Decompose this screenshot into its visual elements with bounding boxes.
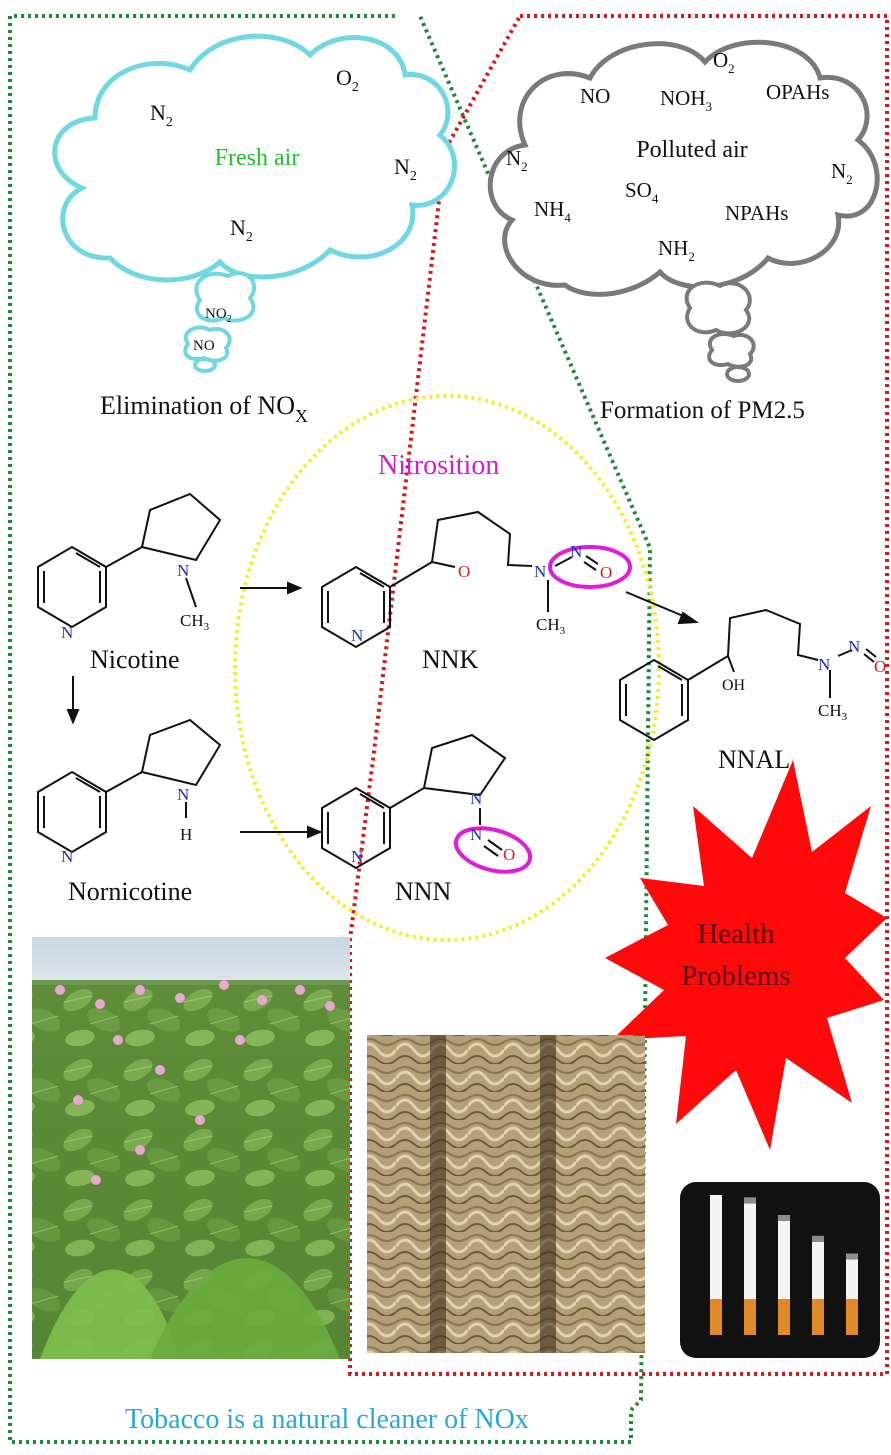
fresh-air-label: Fresh air: [215, 145, 300, 171]
nnn-label: NNN: [395, 877, 452, 906]
atom-n: N: [61, 623, 73, 642]
nitrosition-label: Nitrosition: [378, 450, 499, 481]
atom-o: O: [458, 562, 470, 581]
atom-n: N: [470, 789, 482, 808]
gas-o2: O2: [336, 65, 359, 95]
cigarette-ash: [846, 1253, 858, 1260]
cigarettes-panel: [680, 1182, 880, 1358]
atom-n: N: [470, 825, 482, 844]
atom-n: N: [61, 847, 73, 866]
bubble-no: NO: [193, 338, 215, 354]
cigarette-filter: [846, 1299, 858, 1335]
pollutant-n2: N2: [831, 159, 853, 187]
cigarette-group: [710, 1195, 858, 1335]
pollutant-nh2: NH2: [658, 236, 695, 264]
gas-n2: N2: [394, 154, 417, 184]
nitrosition-ellipse: [233, 394, 661, 942]
health-line2: Problems: [681, 960, 791, 992]
bottom-caption: Tobacco is a natural cleaner of NOx: [125, 1404, 529, 1435]
pollutant-no: NO: [580, 84, 610, 108]
atom-oh: OH: [722, 677, 746, 694]
cigarette-filter: [744, 1299, 756, 1335]
cigarette-ash: [812, 1235, 824, 1242]
atom-o: O: [600, 563, 612, 582]
atom-n: N: [848, 637, 860, 656]
tobacco-field-photo: [32, 937, 350, 1359]
atom-n: N: [177, 561, 189, 580]
nicotine-structure: [37, 492, 222, 629]
cigarette-paper: [744, 1203, 756, 1299]
nnk-label: NNK: [422, 645, 479, 674]
nitroso-highlight: [453, 826, 533, 874]
atom-n: N: [351, 847, 363, 866]
atom-o: O: [874, 657, 886, 676]
caption-elimination-nox: Elimination of NOX: [100, 391, 308, 426]
cigarette-paper: [710, 1195, 722, 1299]
cigarette-ash: [744, 1197, 756, 1204]
atom-h: H: [180, 825, 192, 844]
pollutant-n2: N2: [506, 146, 528, 174]
reaction-arrows: [66, 581, 699, 839]
atom-n: N: [351, 626, 363, 645]
pollutant-npahs: NPAHs: [725, 201, 788, 225]
bubble-no2: NO2: [205, 306, 232, 325]
nitroso-highlight: [548, 545, 632, 589]
atom-n: N: [177, 785, 189, 804]
gas-n2: N2: [230, 215, 253, 245]
nnal-label: NNAL: [718, 745, 790, 774]
cigarette-paper: [812, 1241, 824, 1299]
atom-n: N: [570, 542, 582, 561]
health-burst: [605, 760, 887, 1150]
nnal-structure: [619, 608, 877, 742]
atom-o: O: [503, 845, 515, 864]
cigarette-filter: [710, 1299, 722, 1335]
methyl-group: CH3: [180, 611, 210, 633]
cigarette-filter: [778, 1299, 790, 1335]
gas-n2: N2: [150, 100, 173, 130]
cured-tobacco-photo: [367, 1035, 645, 1353]
health-line1: Health: [697, 918, 775, 950]
pollutant-nh4: NH4: [534, 197, 571, 225]
methyl-group: CH3: [536, 615, 566, 637]
nnn-structure: [321, 733, 507, 870]
polluted-air-cloud: [487, 39, 880, 383]
fresh-air-cloud: [52, 33, 458, 373]
polluted-air-label: Polluted air: [636, 137, 747, 163]
pollutant-o2: O2: [713, 48, 735, 76]
nornicotine-label: Nornicotine: [68, 877, 192, 906]
nornicotine-structure: [37, 718, 222, 854]
pollutant-opahs: OPAHs: [766, 80, 829, 104]
cigarette-paper: [778, 1221, 790, 1299]
methyl-group: CH3: [818, 701, 848, 723]
nnk-structure: [321, 510, 599, 649]
atom-n: N: [818, 655, 830, 674]
caption-formation-pm25: Formation of PM2.5: [600, 397, 805, 424]
cigarette-paper: [846, 1259, 858, 1299]
nicotine-label: Nicotine: [90, 645, 180, 674]
pollutant-noh3: NOH3: [660, 86, 712, 114]
cigarette-filter: [812, 1299, 824, 1335]
pollutant-so4: SO4: [625, 178, 659, 206]
atom-n: N: [534, 562, 546, 581]
cigarette-ash: [778, 1215, 790, 1221]
